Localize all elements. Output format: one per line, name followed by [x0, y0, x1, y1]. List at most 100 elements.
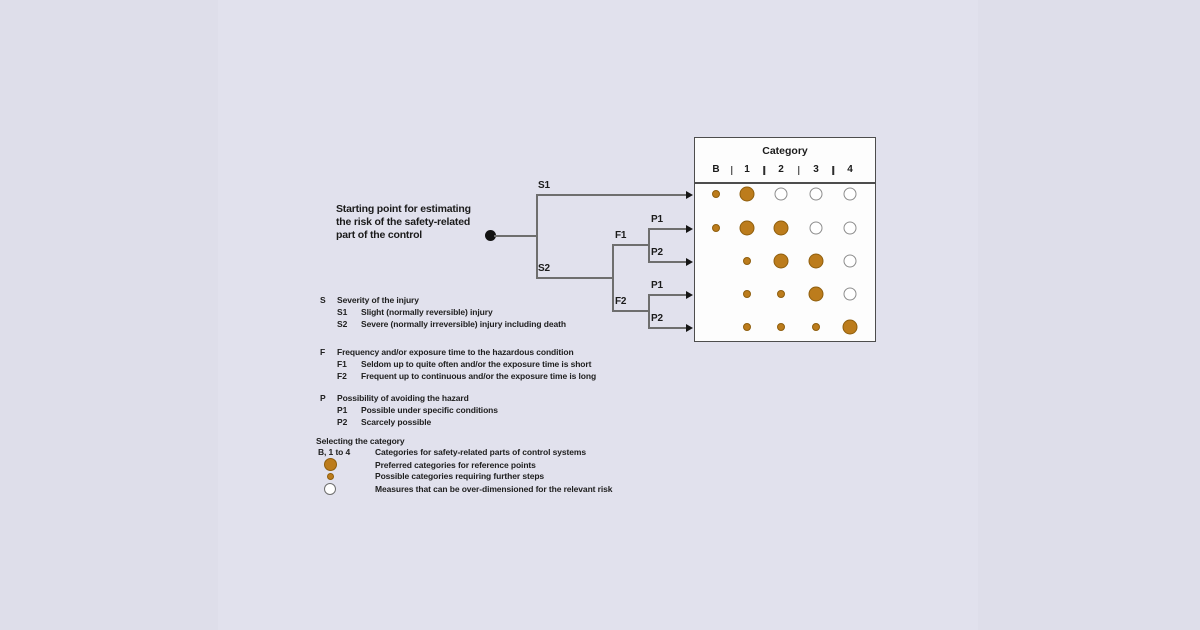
legend-key: S: [320, 295, 326, 305]
risk-dot-large: [773, 253, 789, 269]
risk-dot-large: [808, 253, 824, 269]
legend-key: P: [320, 393, 326, 403]
column-label-1: 1: [744, 164, 750, 175]
arrow-icon-row2: [686, 225, 693, 233]
start-connector-line: [494, 235, 536, 237]
selecting-row-overdimensioned: Measures that can be over-dimensioned fo…: [318, 483, 612, 495]
selecting-text: Categories for safety-related parts of c…: [375, 447, 586, 457]
risk-dot-open: [774, 187, 788, 201]
legend-row: P Possibility of avoiding the hazard: [320, 392, 498, 404]
risk-dot-open: [843, 187, 857, 201]
branch-label-s2: S2: [538, 263, 550, 274]
arrow-icon-row5: [686, 324, 693, 332]
risk-dot-large: [773, 220, 789, 236]
arrow-icon-row3: [686, 258, 693, 266]
legend-row: P2 Scarcely possible: [337, 416, 498, 428]
legend-row: P1 Possible under specific conditions: [337, 404, 498, 416]
starting-point-line1: Starting point for estimating: [336, 203, 471, 215]
legend-row: S2 Severe (normally irreversible) injury…: [337, 318, 566, 330]
selecting-icon-slot: [318, 458, 375, 471]
category-table-title: Category: [762, 145, 808, 157]
preferred-category-icon: [324, 458, 337, 471]
legend-possibility: P Possibility of avoiding the hazard P1 …: [320, 392, 498, 428]
legend-text: Frequent up to continuous and/or the exp…: [361, 371, 597, 381]
risk-dot-small: [712, 224, 720, 232]
risk-dot-small: [743, 290, 751, 298]
branch-label-p1-upper: P1: [651, 214, 663, 225]
branch-label-p2-lower: P2: [651, 313, 663, 324]
overdimensioned-category-icon: [324, 483, 336, 495]
selecting-key-slot: B, 1 to 4: [318, 447, 375, 457]
legend-subkey: P1: [337, 405, 348, 415]
legend-row: S Severity of the injury: [320, 294, 566, 306]
starting-point-label: Starting point for estimating the risk o…: [336, 203, 496, 242]
branch-label-f2: F2: [615, 296, 627, 307]
legend-text: Possible under specific conditions: [361, 405, 498, 415]
legend-row: F1 Seldom up to quite often and/or the e…: [337, 358, 596, 370]
branch-line-s2: [536, 277, 613, 279]
risk-dot-large: [739, 220, 755, 236]
frequency-fork-line: [612, 244, 614, 311]
arrow-icon-row4: [686, 291, 693, 299]
legend-subkey: F1: [337, 359, 347, 369]
column-label-B: B: [712, 164, 720, 175]
risk-dot-small: [812, 323, 820, 331]
selecting-icon-slot: [318, 472, 375, 480]
legend-row: S1 Slight (normally reversible) injury: [337, 306, 566, 318]
legend-text: Scarcely possible: [361, 417, 432, 427]
column-separator-icon: [832, 166, 834, 175]
branch-line-p2-lower: [648, 327, 686, 329]
selecting-category-title: Selecting the category: [316, 436, 405, 446]
selecting-text: Measures that can be over-dimensioned fo…: [375, 484, 613, 494]
risk-dot-small: [743, 323, 751, 331]
column-separator-icon: [730, 166, 733, 175]
column-separator-icon: [797, 166, 800, 175]
possible-category-icon: [327, 472, 334, 480]
selecting-row-categories: B, 1 to 4 Categories for safety-related …: [318, 447, 586, 457]
column-label-3: 3: [813, 164, 819, 175]
legend-subkey: S1: [337, 307, 348, 317]
selecting-text: Preferred categories for reference point…: [375, 459, 536, 470]
branch-label-s1: S1: [538, 180, 550, 191]
legend-row: F2 Frequent up to continuous and/or the …: [337, 370, 596, 382]
branch-label-f1: F1: [615, 230, 627, 241]
legend-title: Frequency and/or exposure time to the ha…: [337, 347, 574, 357]
branch-line-p1-upper: [648, 228, 686, 230]
selecting-row-possible: Possible categories requiring further st…: [318, 471, 544, 481]
column-label-4: 4: [847, 164, 853, 175]
possibility-fork-lower-line: [648, 294, 650, 328]
legend-frequency: F Frequency and/or exposure time to the …: [320, 346, 596, 382]
selecting-row-preferred: Preferred categories for reference point…: [318, 458, 536, 471]
selecting-icon-slot: [318, 483, 375, 495]
legend-subkey: S2: [337, 319, 348, 329]
branch-line-f2: [612, 310, 649, 312]
risk-dot-small: [743, 257, 751, 265]
legend-subkey: P2: [337, 417, 348, 427]
risk-dot-small: [777, 290, 785, 298]
risk-dot-open: [809, 221, 823, 235]
risk-dot-small: [712, 190, 720, 198]
risk-dot-open: [843, 221, 857, 235]
legend-severity: S Severity of the injury S1 Slight (norm…: [320, 294, 566, 330]
risk-dot-open: [809, 187, 823, 201]
legend-text: Seldom up to quite often and/or the expo…: [361, 359, 592, 369]
risk-dot-large: [808, 286, 824, 302]
severity-fork-line: [536, 194, 538, 278]
risk-dot-large: [739, 186, 755, 202]
legend-title: Possibility of avoiding the hazard: [337, 393, 469, 403]
arrow-icon-row1: [686, 191, 693, 199]
starting-point-dot: [485, 230, 496, 241]
branch-line-p2-upper: [648, 261, 686, 263]
legend-text: Slight (normally reversible) injury: [361, 307, 493, 317]
branch-label-p1-lower: P1: [651, 280, 663, 291]
possibility-fork-upper-line: [648, 228, 650, 262]
selecting-key: B, 1 to 4: [318, 447, 351, 457]
legend-row: F Frequency and/or exposure time to the …: [320, 346, 596, 358]
legend-text: Severe (normally irreversible) injury in…: [361, 319, 566, 329]
risk-dot-open: [843, 287, 857, 301]
selecting-text: Possible categories requiring further st…: [375, 471, 545, 481]
starting-point-line3: part of the control: [336, 229, 423, 241]
branch-line-p1-lower: [648, 294, 686, 296]
